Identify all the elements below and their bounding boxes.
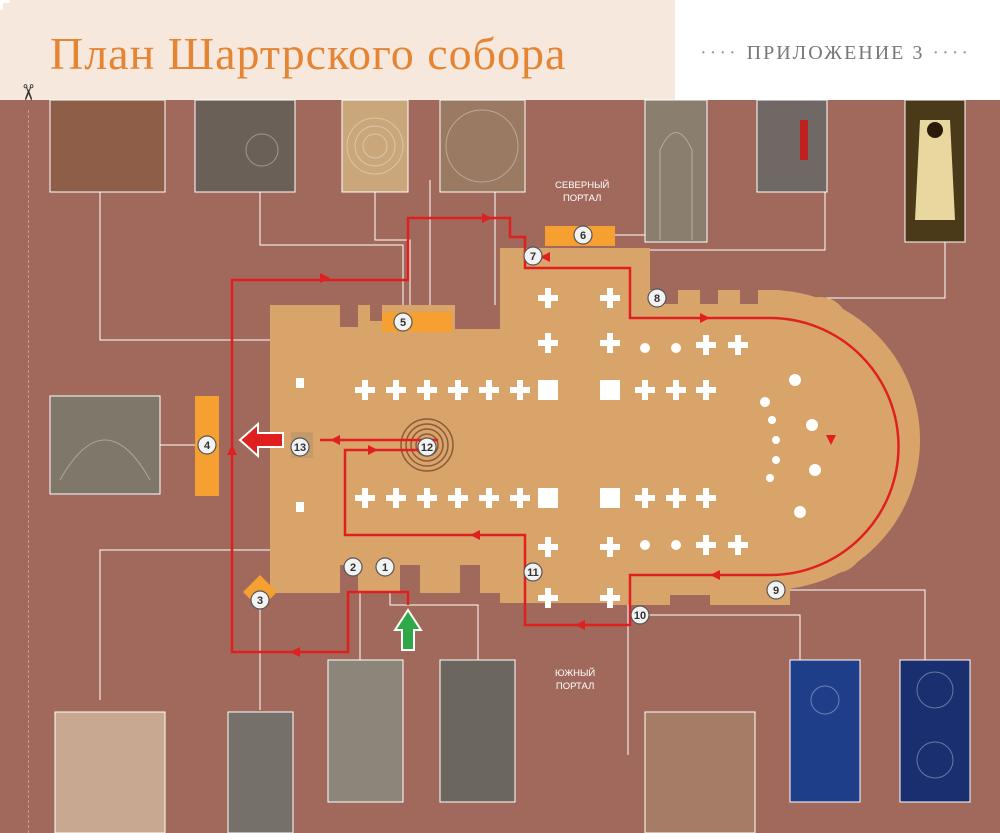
photo-accents — [800, 120, 955, 220]
photo-statue-donkey — [327, 659, 404, 803]
photo-stained-glass-1 — [789, 659, 861, 803]
pillars — [0, 0, 10, 10]
photo-floor-slab — [644, 711, 756, 833]
appendix-label: ···· ПРИЛОЖЕНИЕ 3 ···· — [700, 42, 971, 65]
appendix-text: ПРИЛОЖЕНИЕ 3 — [746, 42, 925, 64]
marker-1: 1 — [375, 557, 395, 577]
photo-floor-stones — [49, 99, 166, 193]
photo-north-portal — [644, 99, 708, 243]
marker-3: 3 — [250, 590, 270, 610]
route-arrows — [227, 213, 836, 657]
marker-4: 4 — [197, 435, 217, 455]
photo-vault — [54, 711, 166, 833]
svg-text:4: 4 — [204, 440, 211, 452]
svg-text:13: 13 — [294, 442, 306, 454]
marker-10: 10 — [630, 605, 650, 625]
svg-text:12: 12 — [421, 442, 433, 454]
svg-text:6: 6 — [580, 230, 586, 242]
marker-5: 5 — [393, 312, 413, 332]
marker-11: 11 — [523, 562, 543, 582]
marker-13: 13 — [290, 437, 310, 457]
south-portal-label: ЮЖНЫЙ ПОРТАЛ — [555, 668, 596, 692]
appendix-decor-right: ···· — [924, 42, 972, 64]
photo-clock-tower — [194, 99, 296, 193]
svg-text:7: 7 — [530, 251, 536, 263]
marker-6: 6 — [573, 225, 593, 245]
connector-9 — [778, 589, 926, 670]
marker-9: 9 — [766, 580, 786, 600]
svg-text:1: 1 — [382, 562, 388, 574]
red-exit-arrow-icon — [238, 421, 284, 459]
photo-details — [59, 109, 954, 779]
photo-statue-pig — [439, 659, 516, 803]
photo-thumbnails — [49, 99, 971, 833]
photo-stone-disc — [439, 99, 526, 193]
photo-labyrinth-drawing — [341, 99, 409, 193]
pillar-rows — [296, 288, 821, 608]
connector-8 — [660, 240, 946, 299]
photo-stained-glass-2 — [899, 659, 971, 803]
photo-west-portal — [49, 395, 161, 495]
connector-10 — [645, 614, 801, 670]
svg-text:9: 9 — [773, 585, 779, 597]
marker-2: 2 — [343, 557, 363, 577]
photo-fire-extinguisher — [756, 99, 828, 193]
green-entrance-arrow-icon — [393, 608, 423, 651]
marker-7: 7 — [523, 246, 543, 266]
svg-text:5: 5 — [400, 317, 406, 329]
connector-5 — [259, 180, 404, 322]
cut-line — [28, 110, 29, 833]
header-band — [0, 0, 675, 100]
marker-12: 12 — [417, 437, 437, 457]
appendix-decor: ···· — [700, 42, 747, 64]
svg-text:8: 8 — [654, 293, 660, 305]
header-right-band — [675, 0, 1000, 100]
svg-text:11: 11 — [527, 567, 539, 579]
marker-8: 8 — [647, 288, 667, 308]
fire-extinguisher-icon — [800, 120, 808, 160]
svg-text:2: 2 — [350, 562, 356, 574]
svg-text:3: 3 — [257, 595, 263, 607]
north-portal-label: СЕВЕРНЫЙ ПОРТАЛ — [555, 180, 610, 204]
cathedral-floorplan — [270, 248, 920, 605]
madonna-robe — [915, 120, 955, 220]
page-title: План Шартрского собора — [50, 28, 567, 79]
highlight-5 — [382, 312, 452, 332]
buttress-notches — [340, 290, 758, 595]
svg-text:10: 10 — [634, 610, 646, 622]
photo-sundial-angel — [227, 711, 294, 833]
